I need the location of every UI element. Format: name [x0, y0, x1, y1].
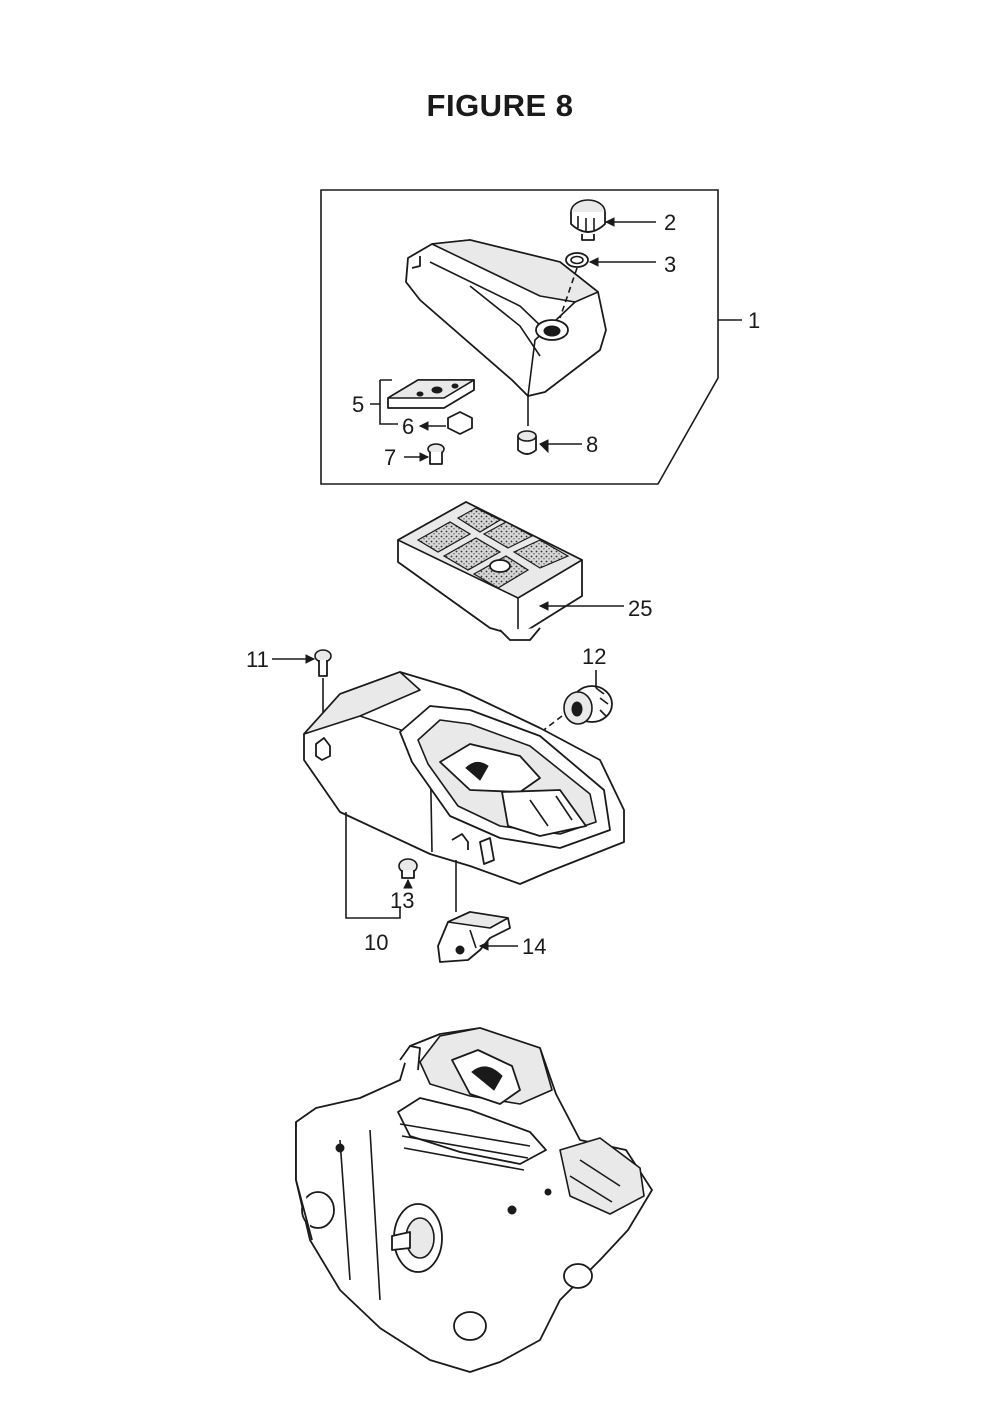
callout-11: 11 — [246, 647, 269, 672]
latch-part-14 — [437, 911, 511, 963]
knob-part — [570, 199, 606, 241]
nut-plate-part — [387, 379, 475, 409]
figure-title: FIGURE 8 — [426, 88, 574, 123]
callout-25: 25 — [628, 596, 652, 621]
leader-arrowheads — [305, 217, 615, 951]
callout-2: 2 — [664, 210, 676, 235]
air-filter-part — [397, 501, 583, 641]
filter-cover-part — [405, 239, 607, 397]
callout-13: 13 — [390, 888, 414, 913]
callout-10: 10 — [364, 930, 388, 955]
pad-part — [447, 411, 473, 435]
callout-labels: 2 3 1 5 6 7 8 25 11 12 13 10 14 — [246, 210, 760, 959]
top-cover-part — [303, 671, 625, 885]
engine-block-part — [295, 1027, 653, 1373]
grommet-part-13 — [398, 858, 418, 879]
bolt-part-11 — [314, 649, 332, 677]
callout-6: 6 — [402, 414, 414, 439]
callout-7: 7 — [384, 445, 396, 470]
assembly-1-frame — [320, 189, 719, 485]
callout-14: 14 — [522, 934, 546, 959]
screw-part-7 — [427, 443, 445, 465]
callout-12: 12 — [582, 644, 606, 669]
cap-part-12 — [563, 685, 613, 725]
grommet-part-8 — [517, 430, 537, 455]
callout-1: 1 — [748, 308, 760, 333]
o-ring-part — [565, 252, 589, 268]
callout-3: 3 — [664, 252, 676, 277]
callout-5: 5 — [352, 392, 364, 417]
callout-8: 8 — [586, 432, 598, 457]
